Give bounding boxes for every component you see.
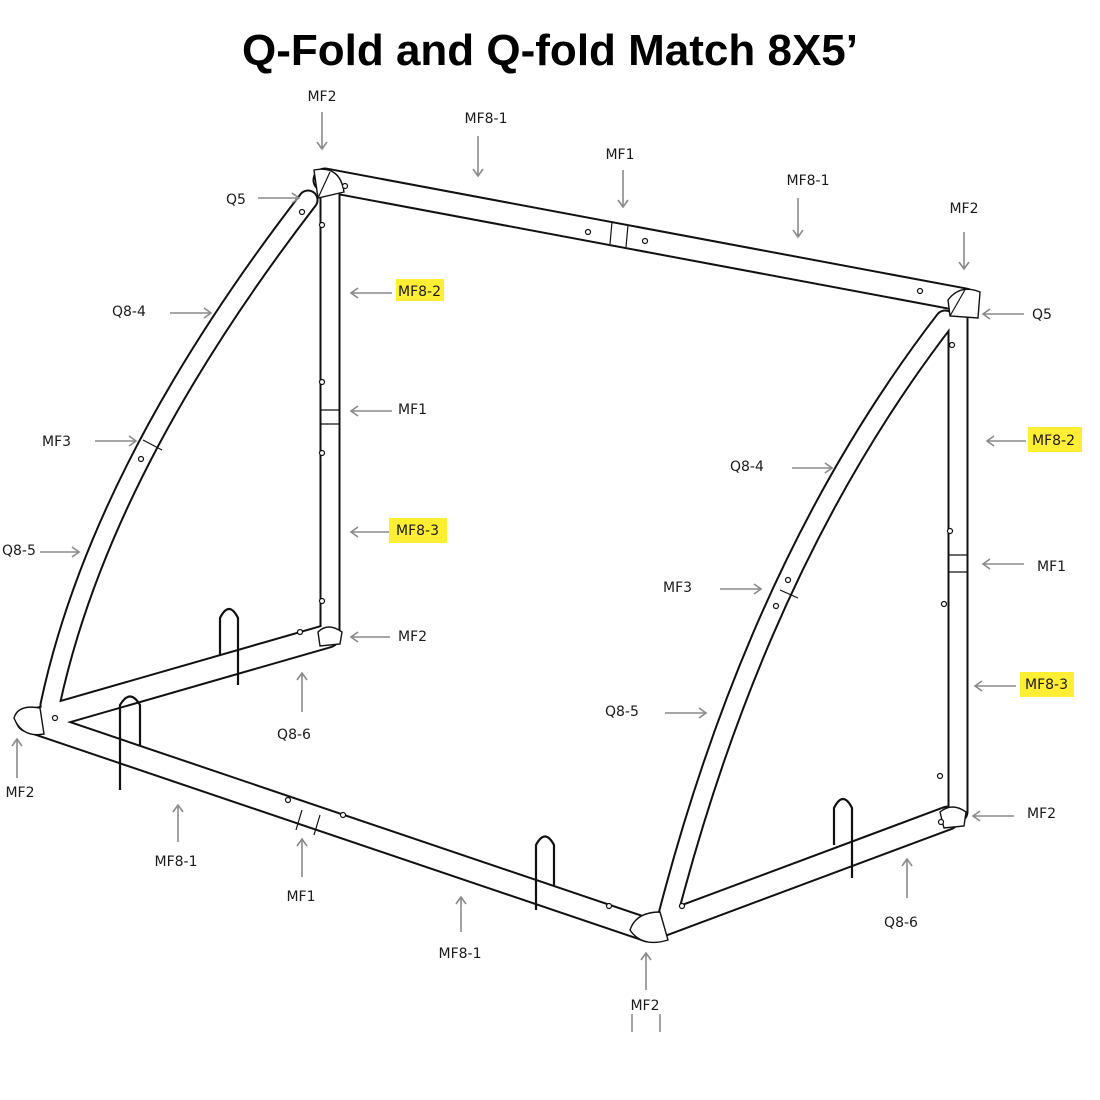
label-q8-6-right: Q8-6 bbox=[884, 915, 918, 931]
label-mf3-right: MF3 bbox=[663, 580, 692, 596]
label-mf1-top: MF1 bbox=[605, 147, 634, 163]
ground-pegs bbox=[118, 607, 854, 910]
corner-joint-front-right bbox=[629, 911, 669, 944]
label-q8-4-right: Q8-4 bbox=[730, 459, 764, 475]
label-q8-5-right: Q8-5 bbox=[605, 704, 639, 720]
diagram-title: Q-Fold and Q-fold Match 8X5’ bbox=[242, 26, 858, 75]
label-q8-6-left: Q8-6 bbox=[277, 727, 311, 743]
label-mf1-left-post: MF1 bbox=[398, 402, 427, 418]
label-mf8-2-left: MF8-2 bbox=[398, 284, 441, 300]
label-mf3-left: MF3 bbox=[42, 434, 71, 450]
highlight-mf8-3-left bbox=[389, 518, 447, 543]
label-mf1-bottom: MF1 bbox=[286, 889, 315, 905]
corner-joint-front-left bbox=[13, 706, 45, 736]
corner-joint-top-right bbox=[947, 287, 981, 319]
label-mf2-left-mid: MF2 bbox=[398, 629, 427, 645]
label-q5-right: Q5 bbox=[1032, 307, 1052, 323]
left-arc-connector-seam bbox=[142, 439, 163, 451]
label-mf8-3-right: MF8-3 bbox=[1025, 677, 1068, 693]
label-mf2-front-left: MF2 bbox=[5, 785, 34, 801]
label-mf8-2-right: MF8-2 bbox=[1032, 433, 1075, 449]
label-mf2-right-mid: MF2 bbox=[1027, 806, 1056, 822]
right-arc-connector-seam bbox=[779, 589, 799, 599]
label-q5-left: Q5 bbox=[226, 192, 246, 208]
label-mf8-1-bottom-right: MF8-1 bbox=[439, 946, 482, 962]
highlight-mf8-2-right bbox=[1028, 427, 1082, 452]
ground-peg bbox=[218, 607, 240, 685]
label-mf2-top-right: MF2 bbox=[949, 201, 978, 217]
callout-arrows bbox=[11, 112, 1026, 1032]
label-mf8-1-top-right: MF8-1 bbox=[787, 173, 830, 189]
corner-joint-top-left bbox=[313, 168, 345, 199]
highlights bbox=[389, 279, 1082, 697]
label-mf1-right-post: MF1 bbox=[1037, 559, 1066, 575]
ground-peg bbox=[534, 835, 556, 910]
crossbar-connector-seam bbox=[609, 221, 613, 245]
highlight-mf8-2-left bbox=[396, 279, 444, 301]
part-labels: MF2 MF8-1 MF1 MF8-1 MF2 Q5 Q5 MF8-2 MF8-… bbox=[2, 89, 1075, 1014]
corner-joint-left-back bbox=[317, 626, 343, 647]
label-mf8-3-left: MF8-3 bbox=[396, 523, 439, 539]
label-q8-5-left: Q8-5 bbox=[2, 543, 36, 559]
goal-frame bbox=[13, 167, 981, 944]
label-mf8-1-top-left: MF8-1 bbox=[465, 111, 508, 127]
label-mf8-1-bottom-left: MF8-1 bbox=[155, 854, 198, 870]
front-bar-connector-seam bbox=[295, 809, 303, 831]
label-mf2-top-left: MF2 bbox=[307, 89, 336, 105]
highlight-mf8-3-right bbox=[1020, 672, 1074, 697]
label-mf2-bottom: MF2 bbox=[630, 998, 659, 1014]
label-q8-4-left: Q8-4 bbox=[112, 304, 146, 320]
ground-peg bbox=[118, 695, 142, 790]
ground-peg bbox=[832, 797, 854, 878]
corner-joint-right-back bbox=[939, 806, 967, 829]
left-back-arc-outline bbox=[39, 189, 319, 716]
